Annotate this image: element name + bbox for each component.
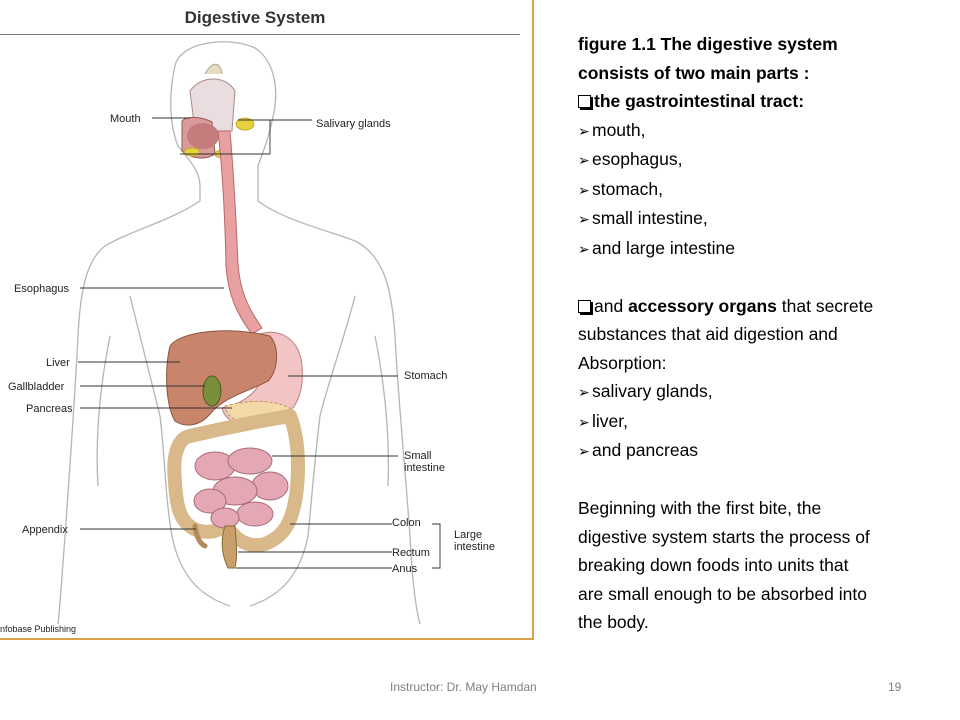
gi-item: ➢stomach,: [578, 175, 950, 205]
paragraph-line: digestive system starts the process of: [578, 526, 870, 547]
arrow-bullet-icon: ➢: [578, 152, 590, 168]
label-anus: Anus: [392, 563, 418, 575]
paragraph-line: are small enough to be absorbed into: [578, 583, 867, 604]
part2-line-3: Absorption:: [578, 352, 667, 373]
gi-item: ➢esophagus,: [578, 145, 950, 175]
accessory-organs-term: accessory organs: [628, 295, 777, 316]
page-number: 19: [888, 680, 902, 694]
label-small-intestine-1: Small: [404, 450, 432, 462]
liver: [166, 330, 277, 426]
text-panel: figure 1.1 The digestive system consists…: [578, 30, 950, 637]
label-rectum: Rectum: [392, 547, 430, 559]
label-esophagus: Esophagus: [14, 283, 70, 295]
label-appendix: Appendix: [22, 524, 68, 536]
image-credit: nfobase Publishing: [0, 624, 77, 634]
label-gallbladder: Gallbladder: [8, 381, 65, 393]
esophagus: [217, 130, 263, 335]
label-colon: Colon: [392, 517, 421, 529]
part2-heading: and accessory organs that secrete: [578, 292, 950, 321]
checkbox-bullet-icon: [578, 95, 591, 108]
part1-heading: the gastrointestinal tract:: [578, 87, 950, 116]
spacer: [578, 466, 950, 495]
colon: [167, 409, 305, 553]
body-outline: [57, 41, 421, 624]
label-mouth: Mouth: [110, 113, 141, 125]
accessory-item: ➢liver,: [578, 407, 950, 437]
gallbladder: [202, 375, 222, 407]
gi-item: ➢small intestine,: [578, 204, 950, 234]
arrow-bullet-icon: ➢: [578, 211, 590, 227]
title-rule: [0, 34, 520, 35]
label-leaders: [78, 117, 441, 569]
label-large-intestine-2: intestine: [454, 541, 495, 553]
gi-item: ➢and large intestine: [578, 234, 950, 264]
part2-line-2: substances that aid digestion and: [578, 324, 838, 344]
label-stomach: Stomach: [404, 370, 447, 382]
paragraph-line: Beginning with the first bite, the: [578, 498, 822, 518]
accessory-item: ➢salivary glands,: [578, 377, 950, 407]
arrow-bullet-icon: ➢: [578, 443, 590, 459]
arrow-bullet-icon: ➢: [578, 413, 590, 430]
rectum: [221, 525, 238, 569]
intro-line-2: consists of two main parts :: [578, 62, 810, 83]
figure-title: Digestive System: [184, 8, 326, 27]
paragraph-line: the body.: [578, 612, 649, 632]
label-salivary-glands: Salivary glands: [316, 118, 391, 130]
digestive-system-illustration: Mouth Salivary glands Esophagus Liver Ga…: [8, 41, 495, 624]
spacer: [578, 263, 950, 292]
footer-instructor: Instructor: Dr. May Hamdan: [390, 680, 537, 694]
arrow-bullet-icon: ➢: [578, 122, 590, 139]
appendix: [192, 523, 208, 549]
arrow-bullet-icon: ➢: [578, 384, 590, 400]
small-intestine: [193, 447, 289, 529]
arrow-bullet-icon: ➢: [578, 240, 590, 257]
label-large-intestine-1: Large: [454, 529, 482, 541]
gi-item: ➢mouth,: [578, 116, 950, 146]
intro-line-1: figure 1.1 The digestive system: [578, 34, 838, 54]
checkbox-bullet-icon: [578, 299, 591, 313]
arrow-bullet-icon: ➢: [578, 181, 590, 198]
paragraph-line: breaking down foods into units that: [578, 555, 849, 575]
label-pancreas: Pancreas: [26, 403, 73, 415]
figure-panel: Digestive System: [0, 0, 534, 640]
accessory-item: ➢and pancreas: [578, 436, 950, 466]
label-small-intestine-2: intestine: [404, 462, 445, 474]
label-liver: Liver: [46, 357, 70, 369]
